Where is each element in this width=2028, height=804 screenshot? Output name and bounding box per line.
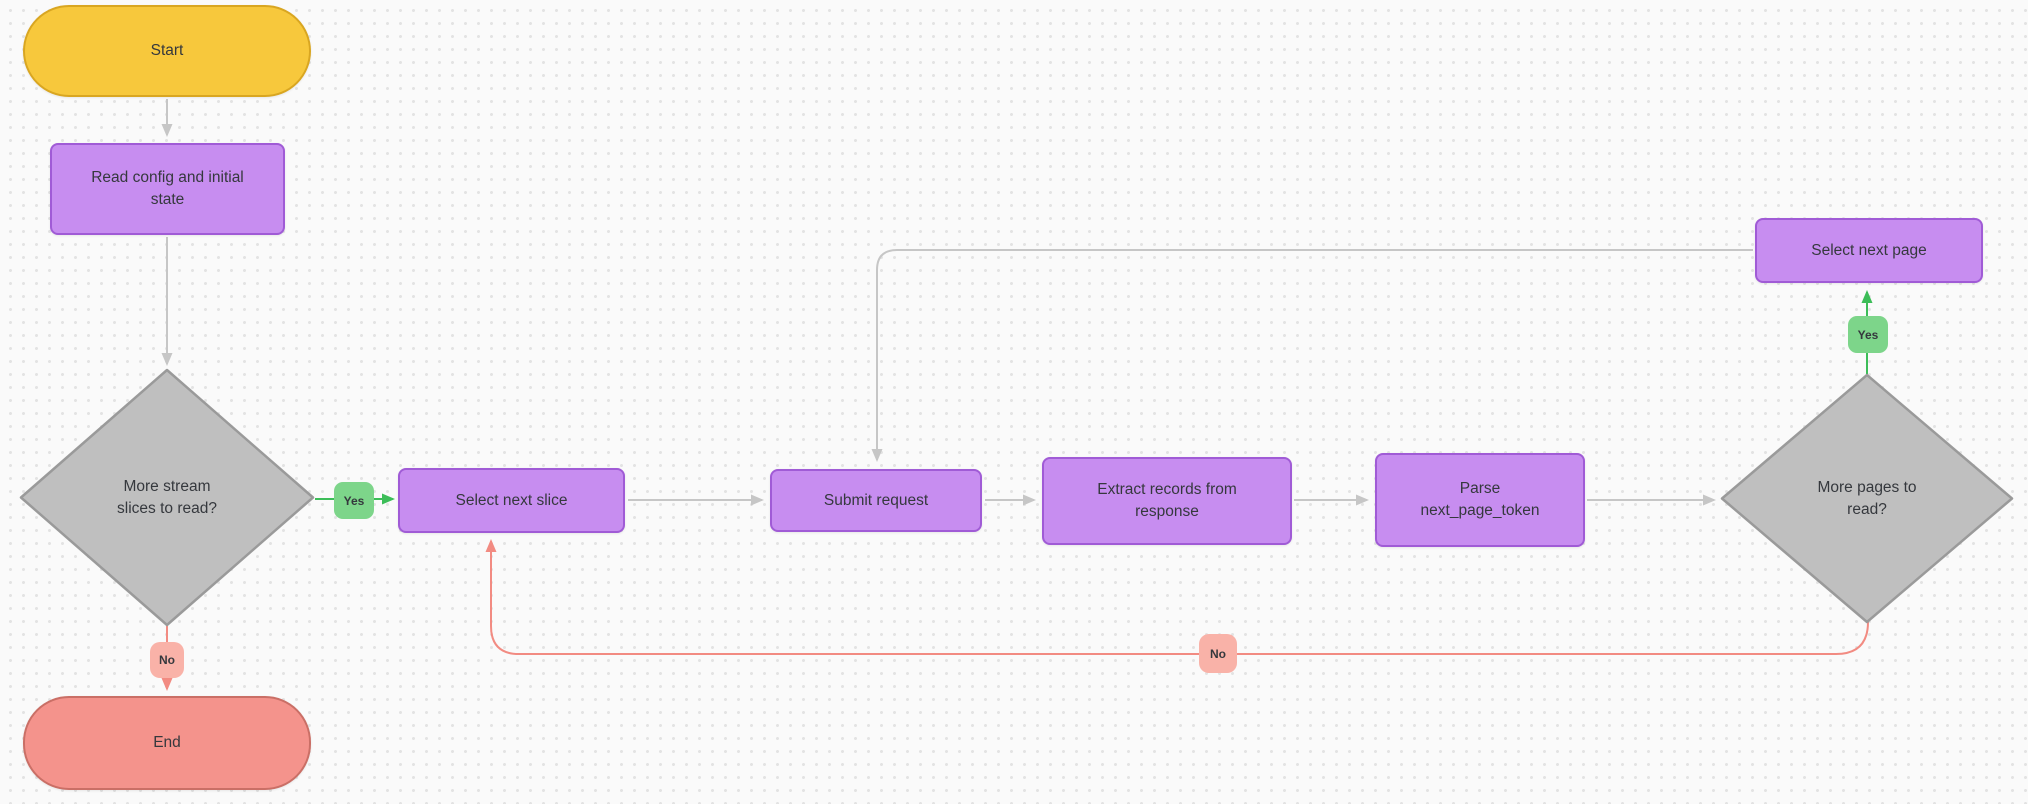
node-parse-token-label: Parse next_page_token	[1420, 480, 1540, 519]
badge-more-slices-yes: Yes	[334, 482, 374, 519]
edge-more-pages-no	[485, 539, 1869, 655]
more-slices-decision-shape	[19, 368, 315, 627]
node-read-config: Read config and initial state	[50, 143, 285, 235]
edge-select-next-page-to-submit-request	[871, 249, 1753, 462]
node-start: Start	[23, 5, 311, 97]
node-start-label: Start	[150, 42, 184, 59]
badge-more-slices-no: No	[150, 642, 184, 678]
node-select-next-slice: Select next slice	[398, 468, 625, 533]
node-extract-records: Extract records from response	[1042, 457, 1292, 545]
node-more-pages-label: More pages to read?	[1817, 478, 1917, 518]
node-select-next-page-label: Select next page	[1811, 241, 1927, 259]
node-extract-records-label: Extract records from response	[1097, 481, 1237, 520]
node-parse-token: Parse next_page_token	[1375, 453, 1585, 547]
node-end-label: End	[153, 734, 181, 751]
node-more-slices-label: More stream slices to read?	[117, 477, 217, 517]
node-submit-request: Submit request	[770, 469, 982, 532]
node-submit-request-label: Submit request	[823, 491, 929, 509]
badge-more-pages-no: No	[1199, 634, 1237, 673]
node-select-next-page: Select next page	[1755, 218, 1983, 283]
node-more-pages: More pages to read?	[1722, 375, 2012, 622]
node-select-next-slice-label: Select next slice	[455, 491, 568, 509]
node-read-config-label: Read config and initial state	[91, 169, 244, 208]
more-pages-decision-shape	[1720, 373, 2014, 624]
badge-more-pages-yes: Yes	[1848, 316, 1888, 353]
node-more-slices: More stream slices to read?	[21, 370, 313, 625]
node-end: End	[23, 696, 311, 790]
